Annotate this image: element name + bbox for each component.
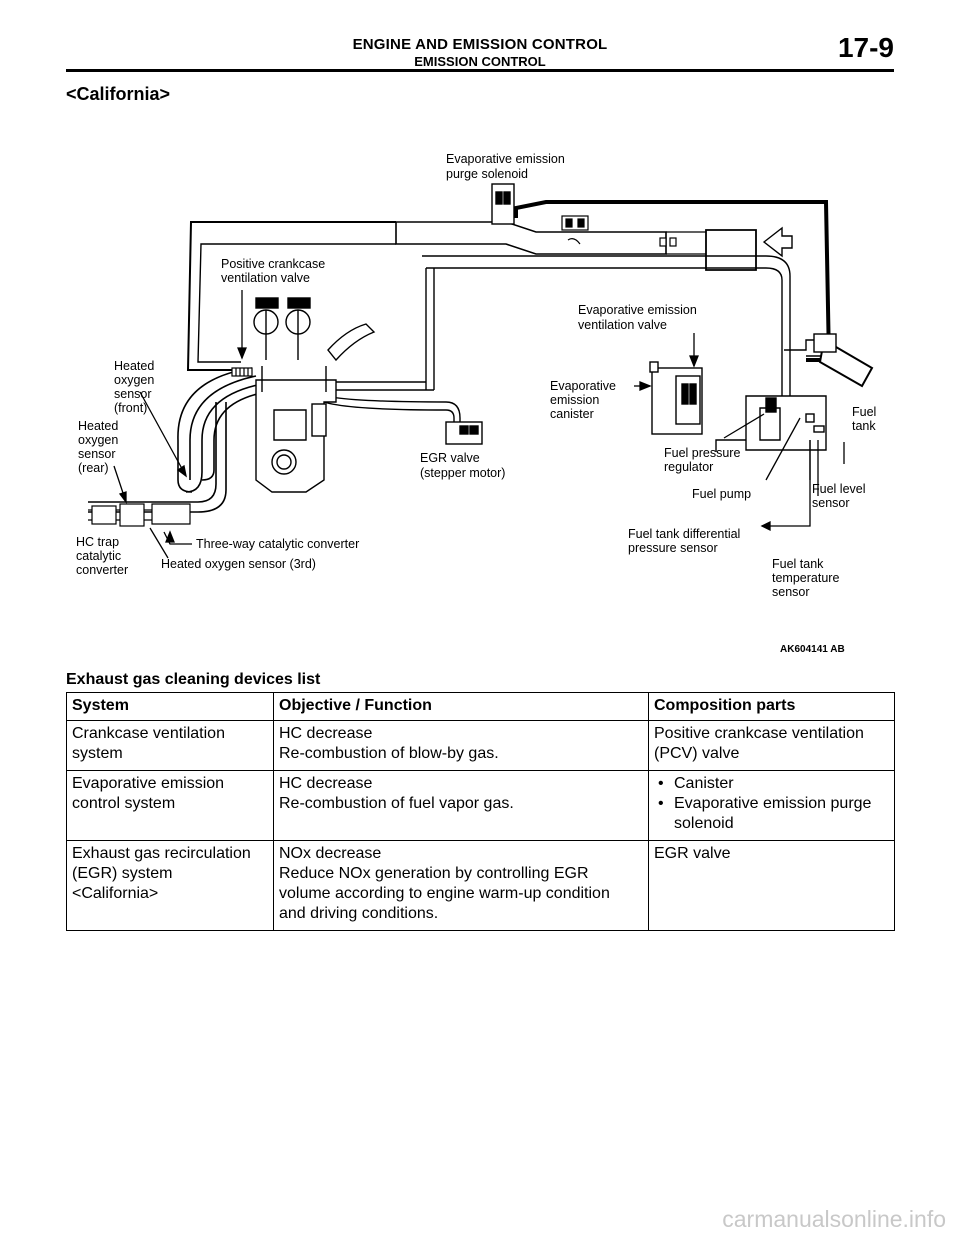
label-purge-solenoid-line1: Evaporative emission [446, 152, 565, 166]
objective-text: HC decrease Re-combustion of blow-by gas… [279, 725, 499, 762]
parts-list-item: Canister [654, 774, 889, 794]
objective-text: NOx decrease Reduce NOx generation by co… [279, 845, 610, 922]
table-row: Crankcase ventilation system HC decrease… [66, 720, 895, 771]
parts-text: EGR valve [654, 845, 731, 862]
pcv-valve-shape [231, 367, 253, 377]
system-text: Evaporative emission control system [72, 775, 225, 812]
label-purge-solenoid-line2: purge solenoid [446, 167, 528, 181]
parts-text: Positive crankcase ventilation (PCV) val… [654, 725, 864, 762]
emission-system-diagram: Evaporative emission purge solenoid Posi… [66, 140, 894, 660]
label-ho2-front-line1: Heated [114, 359, 154, 373]
list-title: Exhaust gas cleaning devices list [66, 671, 321, 688]
label-ho2-front-line3: sensor [114, 387, 152, 401]
page-header: ENGINE AND EMISSION CONTROL EMISSION CON… [66, 30, 894, 74]
label-fuel-level-line1: Fuel level [812, 482, 866, 496]
label-pcv-line2: ventilation valve [221, 271, 310, 285]
purge-solenoid-shape [491, 183, 515, 225]
objective-text: HC decrease Re-combustion of fuel vapor … [279, 775, 514, 812]
label-ho2-rear-line1: Heated [78, 419, 118, 433]
label-hc-trap-line3: converter [76, 563, 128, 577]
label-egr-line2: (stepper motor) [420, 466, 505, 480]
system-text: Crankcase ventilation system [72, 725, 225, 762]
label-hc-trap-line1: HC trap [76, 535, 119, 549]
cell-parts: Canister Evaporative emission purge sole… [648, 770, 895, 841]
label-fuel-tank-line1: Fuel [852, 405, 876, 419]
table-header-row: System Objective / Function Composition … [66, 692, 895, 721]
table-row: Exhaust gas recirculation (EGR) system <… [66, 840, 895, 931]
header-parts: Composition parts [648, 692, 895, 721]
parts-list: Canister Evaporative emission purge sole… [654, 774, 889, 834]
label-three-way: Three-way catalytic converter [196, 537, 359, 551]
system-text: Exhaust gas recirculation (EGR) system <… [72, 845, 251, 902]
watermark: carmanualsonline.info [722, 1206, 946, 1232]
cell-parts: EGR valve [648, 840, 895, 931]
label-fuel-pressure-line1: Fuel pressure [664, 446, 740, 460]
label-ho2-rear-line3: sensor [78, 447, 116, 461]
section-title: <California> [66, 84, 171, 104]
egr-valve-shape [445, 421, 483, 445]
diagram-labels: Evaporative emission purge solenoid Posi… [76, 152, 876, 655]
label-diff-pressure-line2: pressure sensor [628, 541, 718, 555]
label-fuel-tank-line2: tank [852, 419, 876, 433]
label-tank-temp-line3: sensor [772, 585, 810, 599]
cell-parts: Positive crankcase ventilation (PCV) val… [648, 720, 895, 771]
engine-block-shape [253, 297, 376, 493]
label-diff-pressure-line1: Fuel tank differential [628, 527, 740, 541]
parts-list-item: Evaporative emission purge solenoid [654, 794, 889, 834]
cell-objective: HC decrease Re-combustion of blow-by gas… [273, 720, 649, 771]
label-fuel-level-line2: sensor [812, 496, 850, 510]
label-canister-line3: canister [550, 407, 594, 421]
table-row: Evaporative emission control system HC d… [66, 770, 895, 841]
canister-shape [649, 361, 703, 435]
label-ho2-front-line2: oxygen [114, 373, 154, 387]
fuel-tank-shape [745, 333, 874, 451]
label-fuel-pressure-line2: regulator [664, 460, 713, 474]
label-ho2-rear-line4: (rear) [78, 461, 109, 475]
label-ho2-3rd: Heated oxygen sensor (3rd) [161, 557, 316, 571]
header-rule [66, 69, 894, 72]
chapter-title: ENGINE AND EMISSION CONTROL [352, 36, 608, 53]
label-hc-trap-line2: catalytic [76, 549, 121, 563]
throttle-body-shape [561, 215, 677, 247]
label-vent-valve-line2: ventilation valve [578, 318, 667, 332]
page-number: 17-9 [837, 32, 894, 63]
devices-table: System Objective / Function Composition … [66, 692, 895, 931]
cell-system: Crankcase ventilation system [66, 720, 274, 771]
leader-lines [113, 290, 845, 559]
catalytic-converter-shapes [88, 503, 191, 527]
label-ho2-rear-line2: oxygen [78, 433, 118, 447]
header-system: System [66, 692, 274, 721]
section-subtitle: EMISSION CONTROL [414, 54, 546, 69]
label-vent-valve-line1: Evaporative emission [578, 303, 697, 317]
cell-system: Evaporative emission control system [66, 770, 274, 841]
label-fuel-pump: Fuel pump [692, 487, 751, 501]
cell-system: Exhaust gas recirculation (EGR) system <… [66, 840, 274, 931]
label-canister-line2: emission [550, 393, 599, 407]
header-objective: Objective / Function [273, 692, 649, 721]
label-tank-temp-line2: temperature [772, 571, 839, 585]
label-ho2-front-line4: (front) [114, 401, 147, 415]
label-canister-line1: Evaporative [550, 379, 616, 393]
cell-objective: NOx decrease Reduce NOx generation by co… [273, 840, 649, 931]
figure-id: AK604141 AB [780, 644, 845, 655]
label-tank-temp-line1: Fuel tank [772, 557, 824, 571]
label-egr-line1: EGR valve [420, 451, 480, 465]
cell-objective: HC decrease Re-combustion of fuel vapor … [273, 770, 649, 841]
diagram-svg: Evaporative emission purge solenoid Posi… [76, 152, 876, 655]
label-pcv-line1: Positive crankcase [221, 257, 325, 271]
